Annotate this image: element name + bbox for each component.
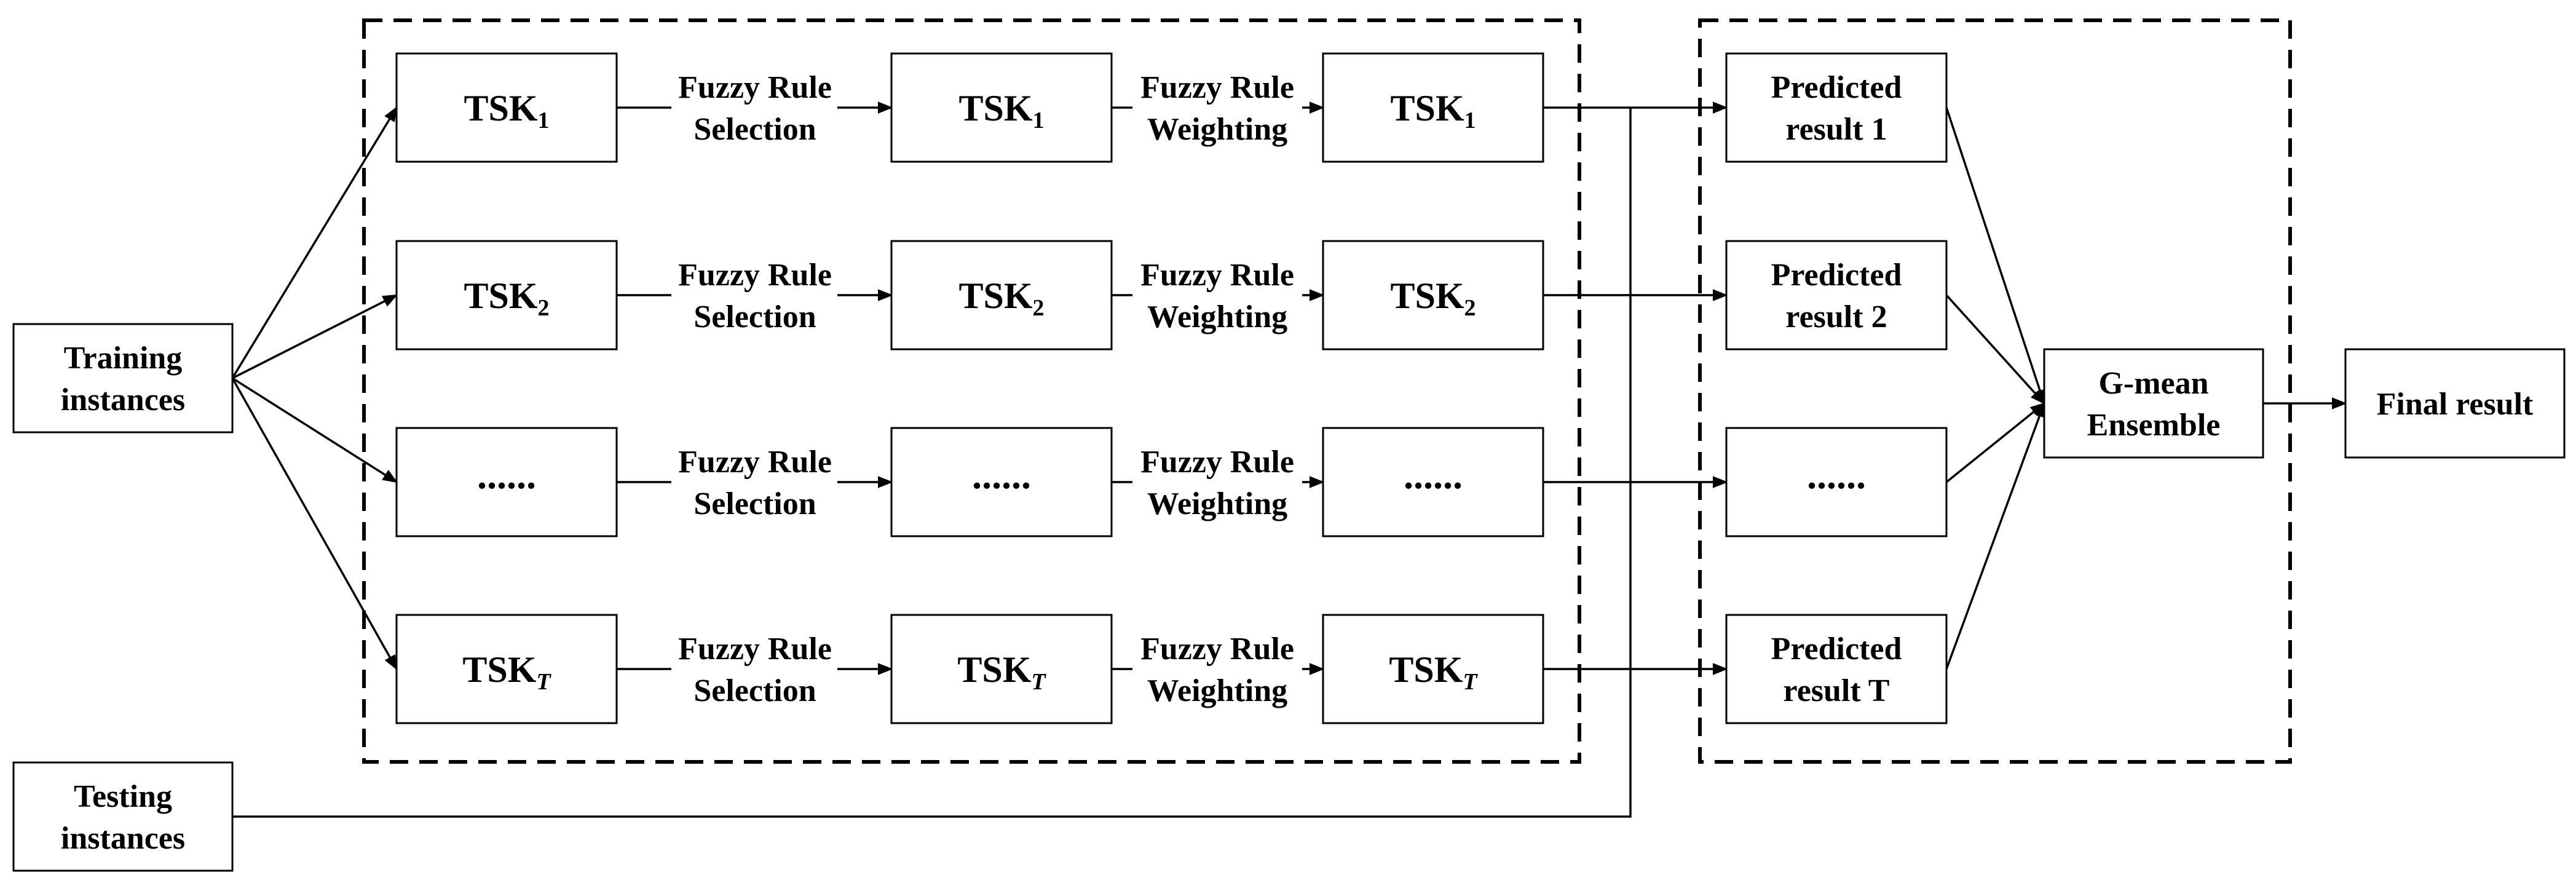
tsk-selected-label-4: TSKT <box>957 649 1046 695</box>
tsk-weighted-box-4 <box>1322 614 1544 724</box>
tsk-selected-box-4 <box>890 614 1113 724</box>
fuzzy-rule-selection-label-2-line1: Fuzzy Rule <box>678 258 832 293</box>
training-instances-label-line2: instances <box>61 382 185 418</box>
ensemble-arrow-1 <box>1945 107 2046 405</box>
tsk-initial-label-2: TSK2 <box>464 275 549 321</box>
training-arrow-3 <box>232 377 398 483</box>
predictions-group <box>1698 18 2292 764</box>
tsk-weighted-label-2-subscript: 2 <box>1464 295 1476 321</box>
ensemble-arrow-2 <box>1945 294 2045 405</box>
tsk-initial-label-2-subscript: 2 <box>538 295 550 321</box>
testing-instances-box <box>12 761 234 872</box>
fuzzy-rule-selection-label-4-line1: Fuzzy Rule <box>678 632 832 667</box>
gmean-ensemble-label-line2: Ensemble <box>2087 408 2221 443</box>
tsk-weighted-label-1: TSK1 <box>1390 88 1476 133</box>
final-result-label: Final result <box>2377 387 2534 422</box>
fuzzy-rule-selection-label-1-line2: Selection <box>693 112 816 147</box>
predicted-result-box-2 <box>1725 240 1948 350</box>
final-result-box <box>2344 348 2566 459</box>
fuzzy-rule-selection-label-3-line1: Fuzzy Rule <box>678 445 832 480</box>
tsk-selected-label-2: TSK2 <box>958 275 1044 321</box>
tsk-selected-label-1-base: TSK <box>958 88 1032 129</box>
fuzzy-rule-weighting-label-2-line2: Weighting <box>1147 299 1287 335</box>
tsk-weighted-label-1-subscript: 1 <box>1464 108 1476 133</box>
testing-instances-label-line2: instances <box>61 821 185 856</box>
tsk-weighted-label-1-base: TSK <box>1390 88 1464 129</box>
tsk-initial-box-4 <box>395 614 618 724</box>
tsk-weighted-label-4-subscript: T <box>1463 669 1478 695</box>
tsk-initial-label-1: TSK1 <box>464 88 549 133</box>
tsk-weighted-dots: ...... <box>1404 453 1463 497</box>
predicted-result-label-1-line1: Predicted <box>1771 70 1902 105</box>
fuzzy-rule-weighting-label-4-line2: Weighting <box>1147 673 1287 708</box>
tsk-selected-box-2 <box>890 240 1113 350</box>
fuzzy-rule-weighting-label-1-line2: Weighting <box>1147 112 1287 147</box>
tsk-weighted-label-4: TSKT <box>1389 649 1478 695</box>
tsk-weighted-label-4-base: TSK <box>1389 649 1463 690</box>
tsk-initial-dots: ...... <box>477 453 536 497</box>
fuzzy-rule-selection-label-2-line2: Selection <box>693 299 816 335</box>
tsk-initial-box-2 <box>395 240 618 350</box>
tsk-initial-label-1-base: TSK <box>464 88 537 129</box>
tsk-initial-label-4-base: TSK <box>462 649 536 690</box>
tsk-selected-label-2-subscript: 2 <box>1033 295 1045 321</box>
predicted-result-label-4-line1: Predicted <box>1771 632 1902 667</box>
tsk-selected-dots: ...... <box>972 453 1031 497</box>
tsk-initial-box-1 <box>395 52 618 163</box>
tsk-initial-box-3 <box>395 427 618 537</box>
tsk-initial-label-4-subscript: T <box>536 669 551 695</box>
tsk-selected-label-2-base: TSK <box>958 275 1032 316</box>
tsk-selected-label-4-base: TSK <box>957 649 1031 690</box>
predicted-result-dots: ...... <box>1807 453 1866 497</box>
tsk-initial-label-4: TSKT <box>462 649 551 695</box>
tsk-selected-box-3 <box>890 427 1113 537</box>
training-arrow-2 <box>232 294 398 379</box>
testing-instances-label-line1: Testing <box>74 779 172 814</box>
predicted-result-label-2-line1: Predicted <box>1771 258 1902 293</box>
tsk-weighted-label-2: TSK2 <box>1390 275 1476 321</box>
tsk-models-group <box>362 18 1581 764</box>
tsk-initial-label-1-subscript: 1 <box>538 108 550 133</box>
tsk-weighted-box-2 <box>1322 240 1544 350</box>
fuzzy-rule-selection-label-1-line1: Fuzzy Rule <box>678 70 832 105</box>
predicted-result-box-4 <box>1725 614 1948 724</box>
fuzzy-rule-weighting-label-3-line2: Weighting <box>1147 486 1287 521</box>
tsk-selected-label-1: TSK1 <box>958 88 1044 133</box>
fuzzy-rule-weighting-label-4-line1: Fuzzy Rule <box>1140 632 1294 667</box>
tsk-selected-label-4-subscript: T <box>1031 669 1046 695</box>
tsk-weighted-box-3 <box>1322 427 1544 537</box>
predicted-result-label-2-line2: result 2 <box>1785 299 1887 335</box>
fuzzy-rule-selection-label-4-line2: Selection <box>693 673 816 708</box>
fuzzy-rule-weighting-label-1-line1: Fuzzy Rule <box>1140 70 1294 105</box>
testing-bus-line <box>232 108 1632 818</box>
training-arrow-1 <box>231 106 398 379</box>
training-instances-box <box>12 323 234 434</box>
ensemble-arrow-3 <box>1945 402 2045 483</box>
fuzzy-rule-weighting-label-3-line1: Fuzzy Rule <box>1140 445 1294 480</box>
tsk-initial-label-2-base: TSK <box>464 275 537 316</box>
predicted-result-box-1 <box>1725 52 1948 163</box>
tsk-selected-label-1-subscript: 1 <box>1033 108 1045 133</box>
training-instances-label-line1: Training <box>64 341 183 376</box>
fuzzy-rule-selection-label-3-line2: Selection <box>693 486 816 521</box>
ensemble-arrow-4 <box>1945 402 2045 670</box>
tsk-weighted-box-1 <box>1322 52 1544 163</box>
predicted-result-label-1-line2: result 1 <box>1785 112 1887 147</box>
fuzzy-rule-weighting-label-2-line1: Fuzzy Rule <box>1140 258 1294 293</box>
predicted-result-label-4-line2: result T <box>1784 673 1890 708</box>
tsk-weighted-label-2-base: TSK <box>1390 275 1464 316</box>
tsk-selected-box-1 <box>890 52 1113 163</box>
gmean-ensemble-label-line1: G-mean <box>2098 366 2208 401</box>
predicted-result-box-3 <box>1725 427 1948 537</box>
training-arrow-4 <box>231 378 398 671</box>
gmean-ensemble-box <box>2043 348 2264 459</box>
